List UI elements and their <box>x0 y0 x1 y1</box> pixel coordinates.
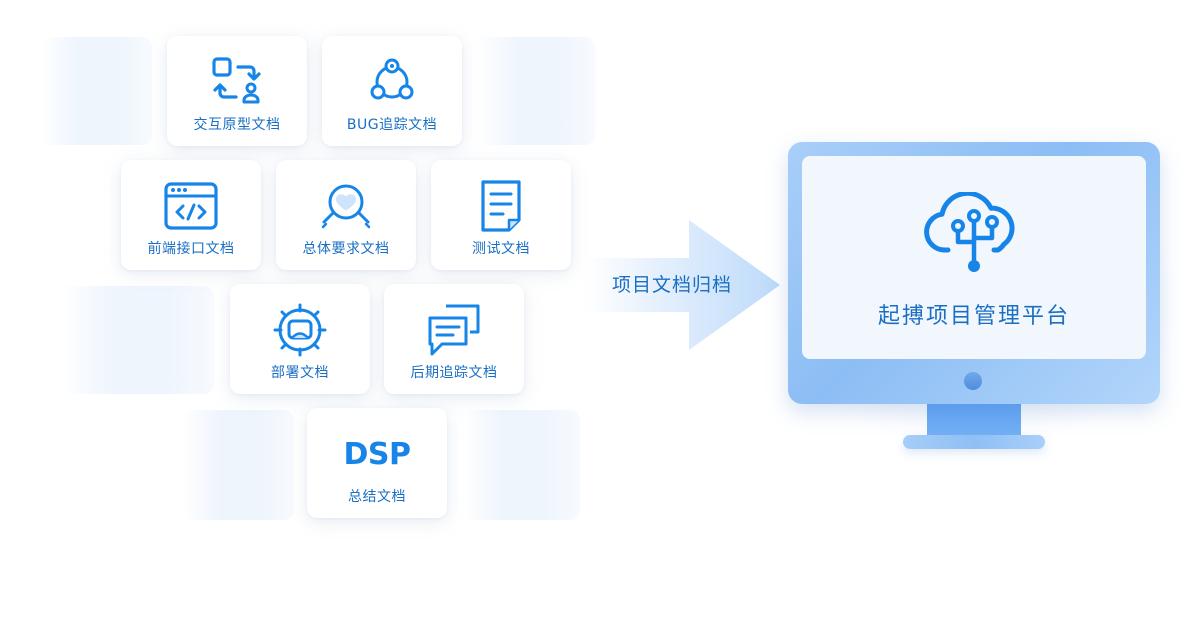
dsp-logo: DSP <box>344 426 412 482</box>
doc-card-followup: 后期追踪文档 <box>384 284 524 394</box>
code-window-icon <box>163 178 219 234</box>
heart-search-icon <box>318 178 374 234</box>
ghost-tile <box>477 37 595 145</box>
doc-card-testing: 测试文档 <box>431 160 571 270</box>
card-label: 部署文档 <box>271 365 329 381</box>
document-icon <box>473 178 529 234</box>
ghost-tile <box>182 410 294 520</box>
prototype-icon <box>209 54 265 110</box>
doc-card-prototype: 交互原型文档 <box>167 36 307 146</box>
doc-card-requirements: 总体要求文档 <box>276 160 416 270</box>
platform-title: 起搏项目管理平台 <box>877 304 1070 329</box>
card-label: 总体要求文档 <box>302 241 390 257</box>
doc-card-frontend-api: 前端接口文档 <box>121 160 261 270</box>
ghost-tile <box>462 410 580 520</box>
card-label: 交互原型文档 <box>193 117 281 133</box>
ghost-tile <box>60 286 214 394</box>
card-label: 前端接口文档 <box>147 241 235 257</box>
monitor-power-button <box>964 372 982 390</box>
cloud-circuit-icon <box>924 192 1015 272</box>
bug-network-icon <box>364 54 420 110</box>
doc-card-summary: DSP 总结文档 <box>307 408 447 518</box>
dsp-logo-text: DSP <box>343 436 412 472</box>
deploy-gear-icon <box>272 302 328 358</box>
card-label: BUG追踪文档 <box>346 117 438 133</box>
card-label: 后期追踪文档 <box>410 365 498 381</box>
ghost-tile <box>40 37 152 145</box>
archive-arrow <box>585 220 780 350</box>
card-label: 测试文档 <box>472 241 530 257</box>
doc-card-bug-tracking: BUG追踪文档 <box>322 36 462 146</box>
doc-card-deployment: 部署文档 <box>230 284 370 394</box>
monitor-stand-base <box>903 435 1045 449</box>
card-label: 总结文档 <box>348 489 406 505</box>
monitor-stand-neck <box>927 404 1021 436</box>
arrow-label: 项目文档归档 <box>612 274 733 296</box>
chat-bubbles-icon <box>426 302 482 358</box>
